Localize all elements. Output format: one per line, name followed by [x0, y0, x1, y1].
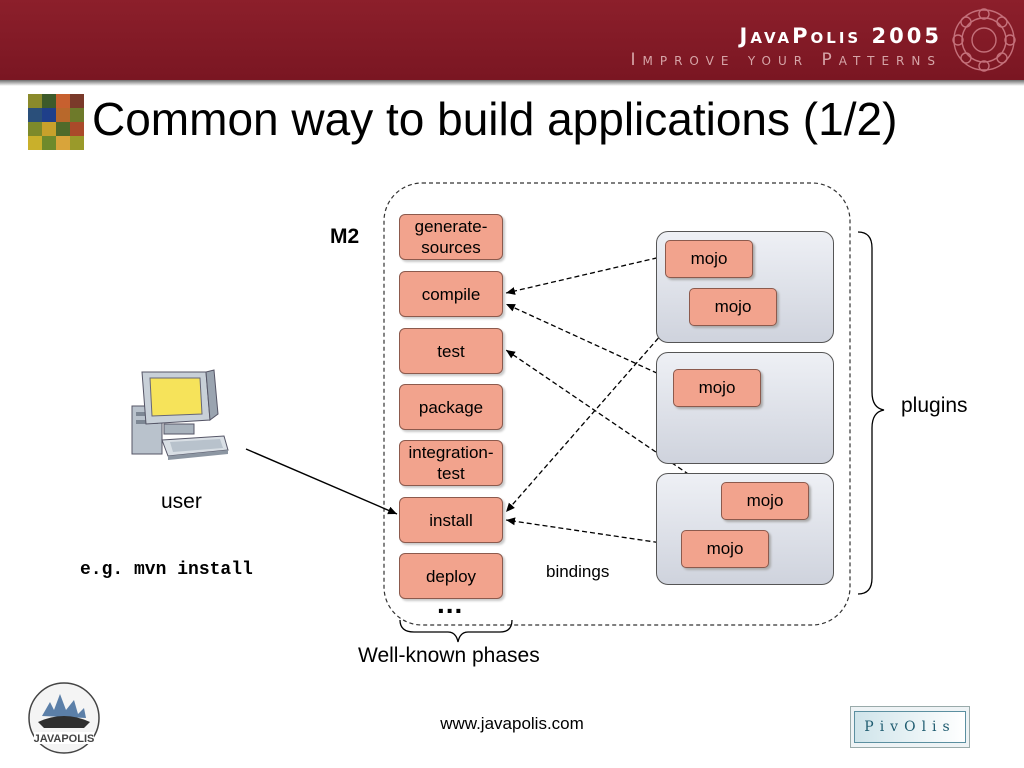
plugins-brace — [857, 231, 885, 595]
computer-icon — [131, 369, 229, 460]
brand-title: JavaPolis 2005 — [739, 24, 942, 48]
mojo-box: mojo — [689, 288, 777, 326]
m2-label: M2 — [330, 225, 360, 248]
phase-deploy: deploy — [399, 553, 503, 599]
plugins-label: plugins — [901, 394, 968, 417]
javapolis-logo: JAVAPOLIS — [28, 682, 100, 754]
user-arrow — [245, 448, 398, 515]
binding-line — [505, 349, 723, 498]
footer-url[interactable]: www.javapolis.com — [440, 714, 584, 733]
phase-test: test — [399, 328, 503, 374]
javapolis-logo-text: JAVAPOLIS — [34, 733, 95, 745]
brand-rosette-icon — [952, 8, 1016, 72]
phases-ellipsis: ... — [437, 588, 464, 619]
brand-subtitle: Improve your Patterns — [630, 50, 942, 70]
binding-line — [505, 303, 673, 381]
slide-title: Common way to build applications (1/2) — [92, 93, 898, 145]
mojo-box: mojo — [681, 530, 769, 568]
phase-package: package — [399, 384, 503, 430]
mojo-box: mojo — [673, 369, 761, 407]
mojo-box: mojo — [665, 240, 753, 278]
phase-compile: compile — [399, 271, 503, 317]
bindings-label: bindings — [546, 562, 610, 581]
command-example: e.g. mvn install — [80, 560, 253, 580]
phase-generate-sources: generate- sources — [399, 214, 503, 260]
phases-caption: Well-known phases — [358, 644, 540, 667]
binding-line — [505, 255, 666, 295]
title-mosaic-icon — [28, 94, 84, 150]
pivolis-logo-text: PivOlis — [854, 711, 966, 743]
phase-install: install — [399, 497, 503, 543]
pivolis-logo: PivOlis — [850, 706, 970, 748]
phase-integration-test: integration- test — [399, 440, 503, 486]
phases-brace — [399, 619, 513, 643]
mojo-box: mojo — [721, 482, 809, 520]
binding-line — [505, 301, 691, 513]
header-shadow — [0, 80, 1024, 86]
user-label: user — [161, 490, 202, 513]
binding-line — [505, 517, 683, 547]
m2-dashed-container — [383, 182, 851, 626]
header-banner — [0, 0, 1024, 80]
